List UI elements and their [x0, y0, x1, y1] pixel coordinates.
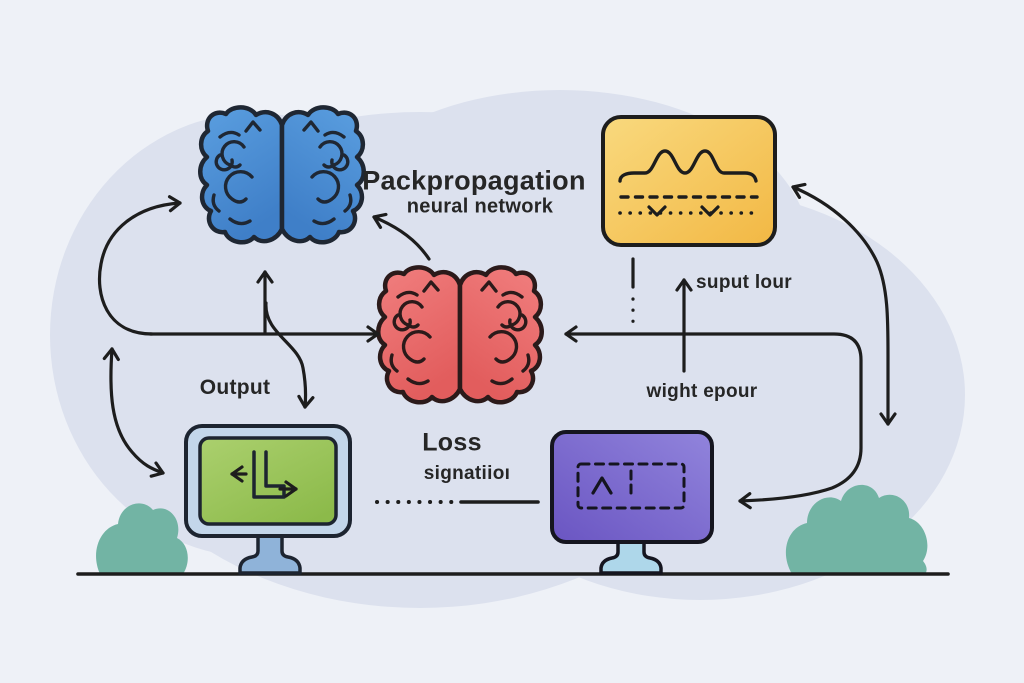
arrow-double-left-vertical: [102, 347, 165, 478]
diagram-title: Packpropagation: [362, 165, 586, 196]
suput-lour-label: suput lour: [696, 272, 792, 293]
chevron-down-icon: [647, 205, 667, 217]
green-monitor-icon: [184, 424, 352, 575]
loss-label: Loss: [422, 428, 482, 457]
arrow-tall-right-curve: [791, 182, 897, 426]
yellow-signal-panel-icon: [601, 115, 777, 247]
wave-line: [618, 149, 758, 183]
arrow-s-curve-to-green-monitor: [264, 301, 315, 409]
diagram-subtitle: neural network: [406, 195, 554, 218]
monitor-stand: [599, 536, 663, 575]
monitor-stand: [238, 533, 302, 575]
letter-l-glyph: [252, 450, 286, 499]
red-brain-icon: [378, 267, 542, 402]
output-label: Output: [199, 376, 271, 399]
wight-epour-label: wight epour: [646, 381, 758, 402]
bush-icon-left: [96, 503, 188, 574]
chevron-down-icon: [700, 205, 720, 217]
loss-sub-label: signatiioı: [423, 463, 511, 484]
arrow-red-brain-to-title: [372, 212, 431, 261]
blue-brain-icon: [200, 107, 364, 242]
arrow-loop-to-blue-brain: [97, 195, 182, 336]
bush-icon-right: [785, 484, 928, 574]
